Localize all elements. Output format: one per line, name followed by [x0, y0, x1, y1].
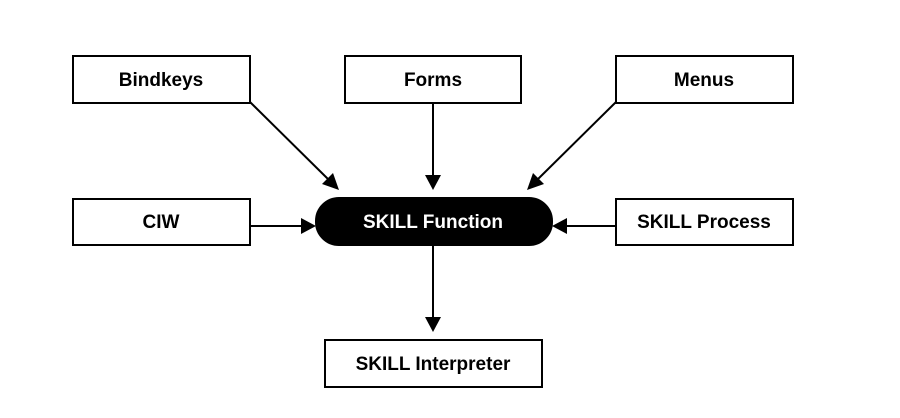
- node-menus: Menus: [615, 55, 794, 104]
- node-bindkeys: Bindkeys: [72, 55, 251, 104]
- node-menus-label: Menus: [674, 70, 734, 91]
- node-forms: Forms: [344, 55, 522, 104]
- edge-menus-to-skill-function: [527, 101, 617, 190]
- edge-skill-process-to-skill-function: [552, 218, 616, 234]
- node-skill-function: SKILL Function: [315, 197, 553, 246]
- edge-forms-to-skill-function: [425, 103, 441, 190]
- node-skill-process: SKILL Process: [615, 198, 794, 246]
- node-ciw: CIW: [72, 198, 251, 246]
- node-skill-interpreter-label: SKILL Interpreter: [356, 354, 511, 375]
- node-ciw-label: CIW: [143, 212, 180, 233]
- node-skill-process-label: SKILL Process: [637, 212, 771, 233]
- node-bindkeys-label: Bindkeys: [119, 70, 203, 91]
- edge-bindkeys-to-skill-function: [249, 101, 339, 190]
- edge-ciw-to-skill-function: [251, 218, 316, 234]
- node-skill-interpreter: SKILL Interpreter: [324, 339, 543, 388]
- node-skill-function-label: SKILL Function: [363, 212, 503, 233]
- node-forms-label: Forms: [404, 70, 462, 91]
- edge-skill-function-to-skill-interpreter: [425, 246, 441, 332]
